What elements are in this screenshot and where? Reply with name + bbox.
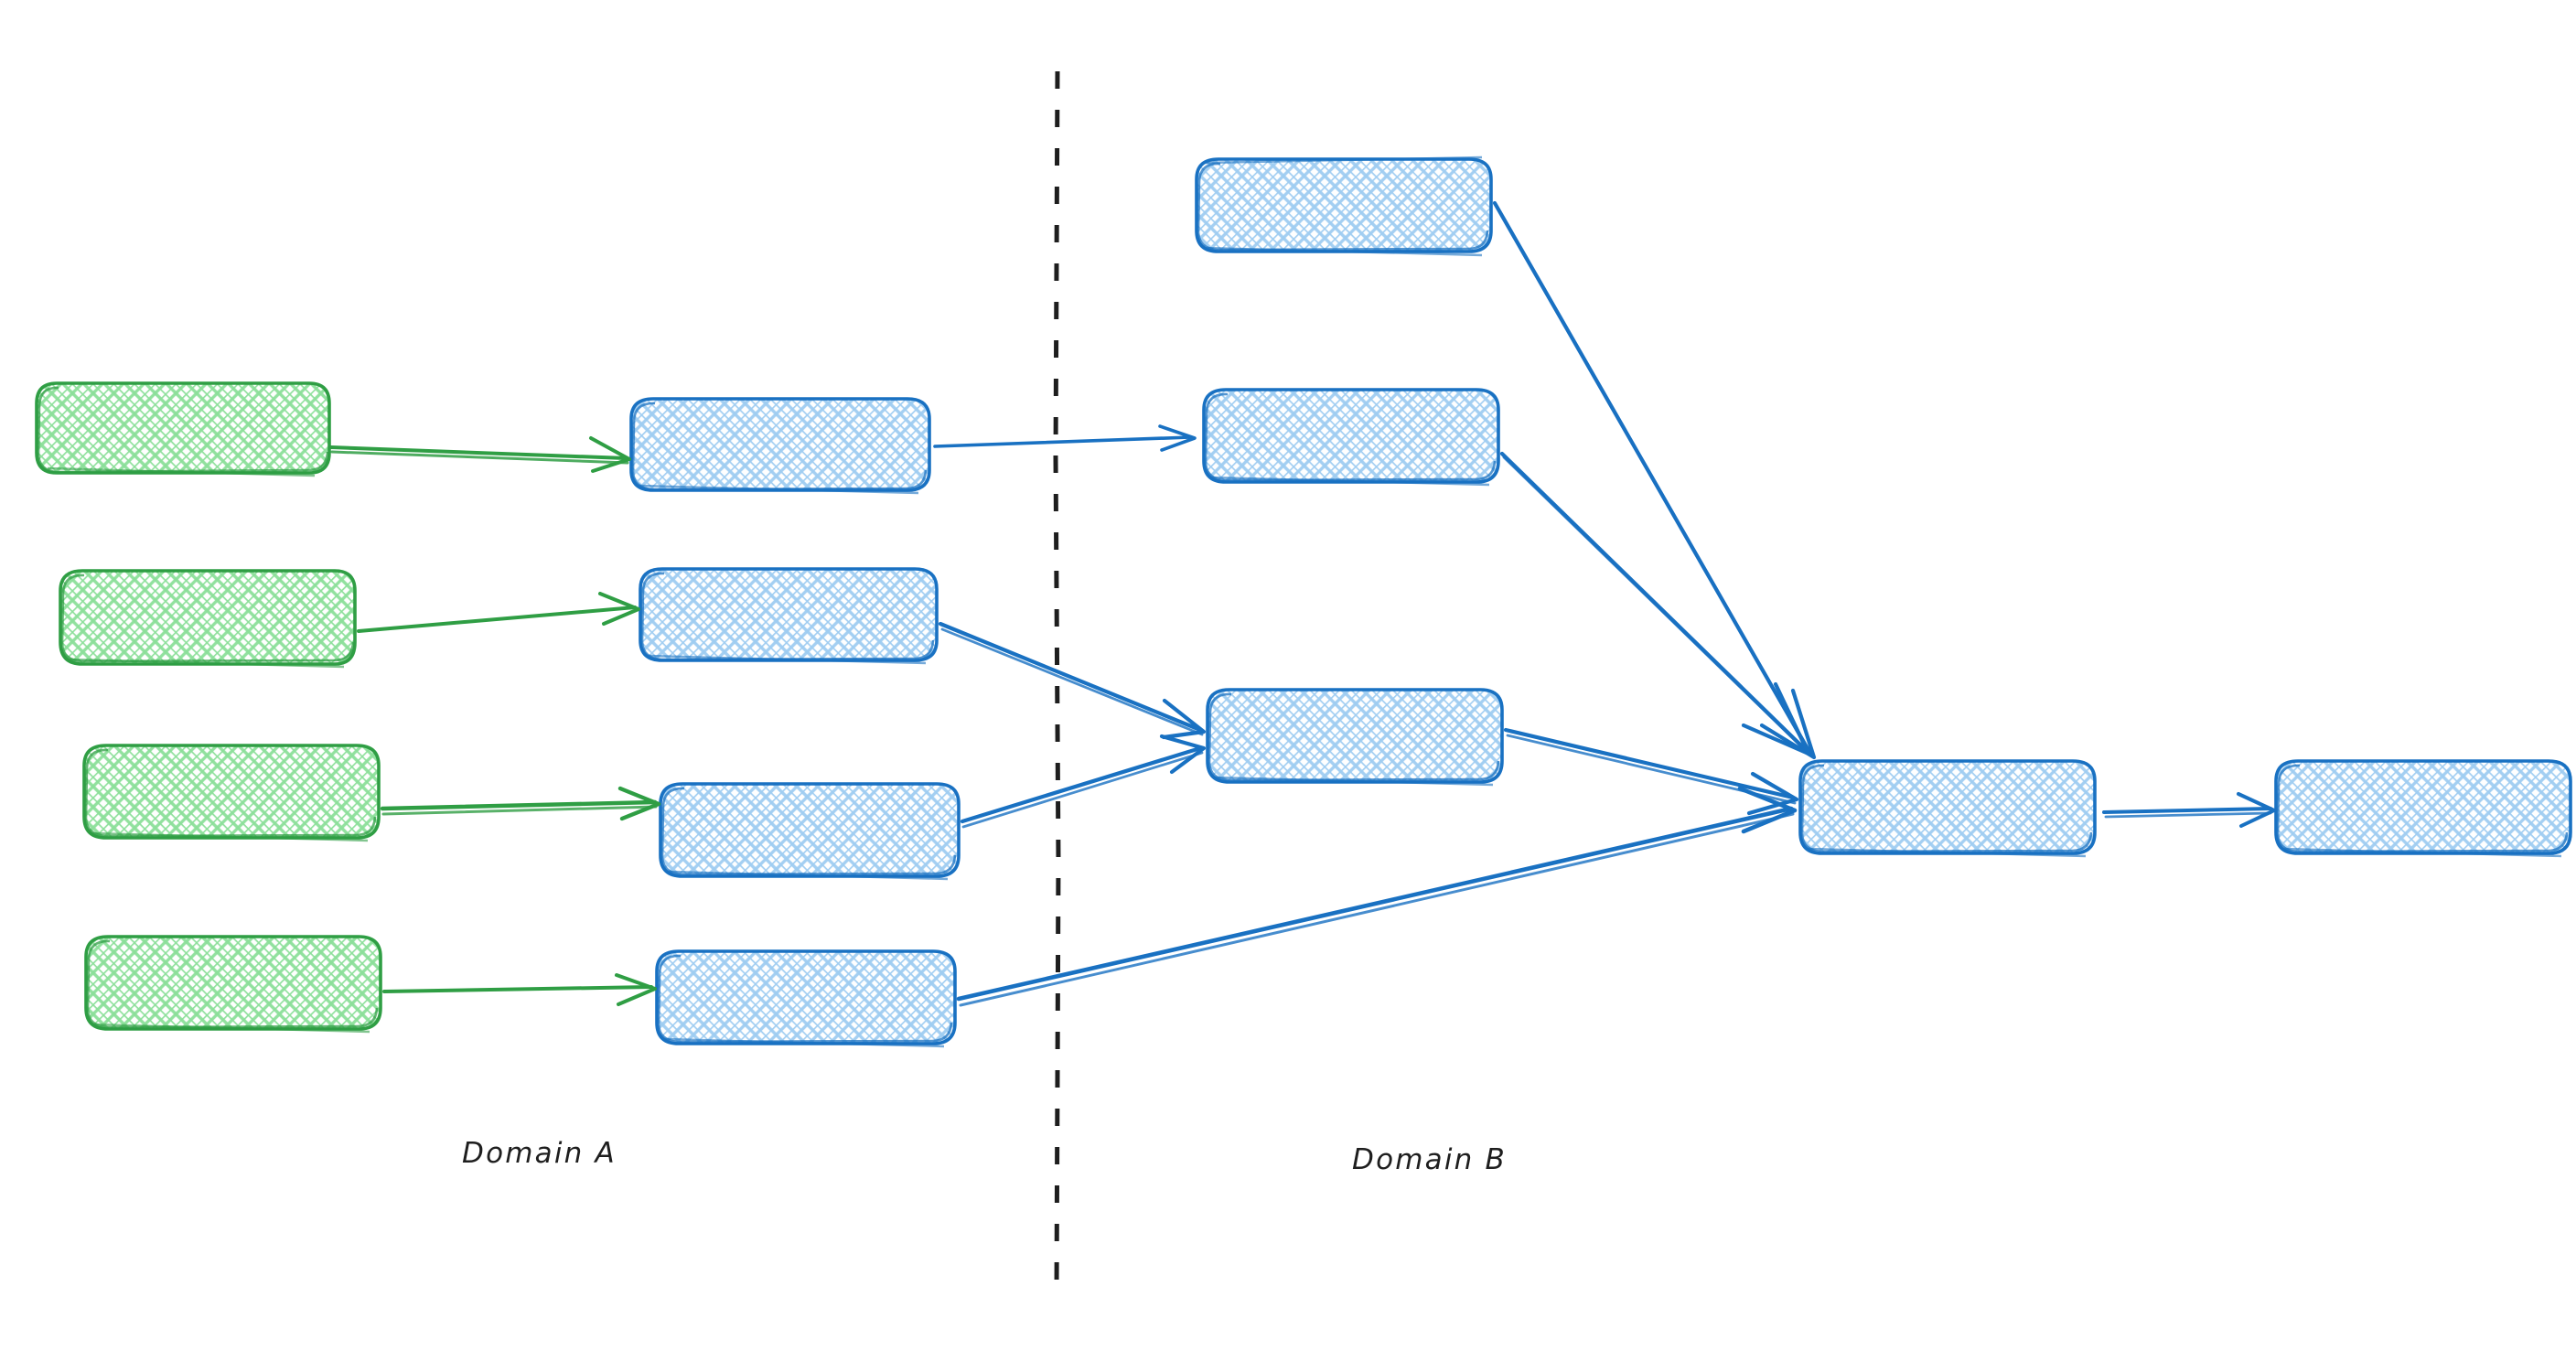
edge-a1-m1: [329, 436, 631, 473]
edge-m3-b3: [960, 734, 1207, 829]
node-a1[interactable]: [35, 381, 331, 477]
node-b3[interactable]: [1206, 688, 1504, 787]
edge-b4-b5: [2102, 792, 2276, 828]
domain-a-label: Domain A: [462, 1137, 617, 1170]
domain-divider: [1053, 70, 1061, 1292]
node-a3[interactable]: [82, 744, 381, 842]
edge-m1-b2: [933, 424, 1197, 452]
node-b5[interactable]: [2274, 759, 2572, 858]
edge-m2-b3: [938, 621, 1207, 740]
domain-b-label: Domain B: [1352, 1143, 1508, 1176]
edge-b3-b4: [1503, 727, 1799, 816]
edge-m4-b4: [956, 786, 1798, 1007]
edge-b1-b4: [1492, 200, 1817, 760]
node-m3[interactable]: [659, 782, 961, 881]
node-b4[interactable]: [1798, 759, 2097, 858]
node-a2[interactable]: [59, 569, 357, 669]
edge-a3-m3: [380, 786, 661, 821]
node-m1[interactable]: [629, 397, 931, 495]
node-m2[interactable]: [639, 567, 939, 665]
node-b1[interactable]: [1195, 155, 1493, 257]
node-b2[interactable]: [1202, 388, 1500, 487]
edge-a2-m2: [357, 592, 640, 633]
node-a4[interactable]: [84, 935, 382, 1034]
node-m4[interactable]: [655, 949, 957, 1048]
edge-b2-b4: [1499, 451, 1811, 756]
edge-a4-m4: [382, 973, 657, 1006]
